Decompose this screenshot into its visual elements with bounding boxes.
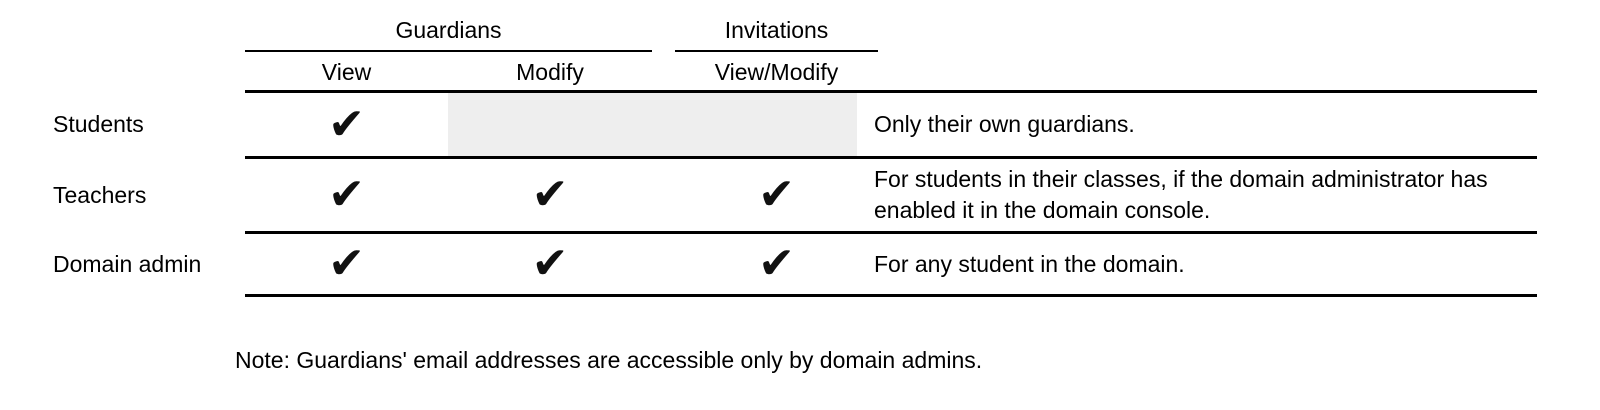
checkmark-icon: ✔ [328,169,365,220]
row-divider-1 [245,156,1537,159]
note-cell: Only their own guardians. [874,93,1544,156]
checkmark-icon: ✔ [531,238,569,289]
row-label-teachers: Teachers [53,181,147,208]
note-text-students: Only their own guardians. [874,111,1135,137]
empty-cell [675,93,878,156]
table-bottom-rule [245,294,1537,297]
column-header-view-modify: View/Modify [714,58,839,85]
guardians-underline [245,50,652,52]
checkmark-icon: ✔ [328,238,365,289]
checkmark-icon: ✔ [531,169,569,220]
highlight-cell [448,93,857,156]
header-rule [245,90,1537,93]
note-cell: For any student in the domain. [874,234,1544,294]
footnote: Note: Guardians' email addresses are acc… [235,347,983,373]
column-group-guardians: Guardians [395,16,502,43]
note-text-teachers: For students in their classes, if the do… [874,166,1488,223]
checkmark-icon: ✔ [758,169,795,220]
column-header-view: View [321,58,372,85]
column-group-invitations: Invitations [724,16,829,43]
row-label-students: Students [53,111,144,137]
row-label-domain-admin: Domain admin [53,250,202,277]
note-text-domain-admin: For any student in the domain. [874,250,1185,277]
column-header-modify: Modify [516,58,584,85]
row-divider-2 [245,231,1537,234]
invitations-underline [675,50,878,52]
note-cell: For students in their classes, if the do… [874,159,1544,231]
checkmark-icon: ✔ [758,238,795,289]
checkmark-icon: ✔ [328,98,365,150]
empty-cell [448,93,652,156]
